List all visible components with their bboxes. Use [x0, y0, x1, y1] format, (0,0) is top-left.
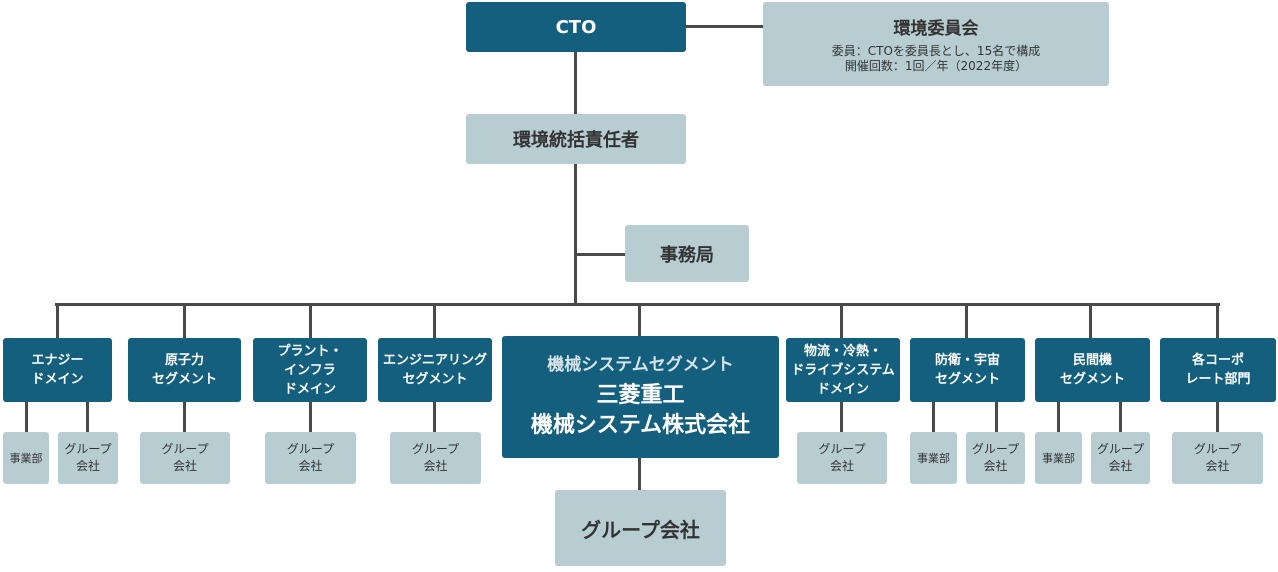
drop-line-3	[309, 304, 312, 338]
defense-group-label: グループ 会社	[971, 442, 1020, 473]
environment-officer-node: 環境統括責任者	[466, 114, 686, 164]
defense-group-companies: グループ 会社	[966, 432, 1025, 484]
logistics-group-label: グループ 会社	[818, 442, 866, 473]
energy-division: 事業部	[3, 432, 49, 484]
segment-defense-space: 防衛・宇宙 セグメント	[910, 338, 1025, 402]
plant-group-companies: グループ 会社	[265, 432, 356, 484]
segment-nuclear-label: 原子力 セグメント	[151, 353, 217, 387]
segment-aircraft-label: 民間機 セグメント	[1059, 353, 1125, 387]
horizontal-bus	[55, 303, 1220, 306]
drop-line-7	[1089, 304, 1092, 338]
energy-group-companies: グループ 会社	[58, 432, 118, 484]
committee-frequency: 開催回数：1回／年（2022年度）	[844, 59, 1028, 73]
aircraft-division: 事業部	[1035, 432, 1082, 484]
sub-line-1b	[86, 402, 89, 432]
corporate-group-companies: グループ 会社	[1172, 432, 1263, 484]
sub-line-3	[309, 402, 312, 432]
segment-energy-label: エナジー ドメイン	[31, 353, 84, 387]
aircraft-group-companies: グループ 会社	[1091, 432, 1150, 484]
engineering-group-companies: グループ 会社	[390, 432, 481, 484]
segment-logistics-thermal-drive: 物流・冷熱・ ドライブシステム ドメイン	[786, 338, 900, 402]
sub-line-2	[183, 402, 186, 432]
plant-group-label: グループ 会社	[286, 442, 335, 473]
sub-line-8	[1216, 402, 1219, 432]
cto-label: CTO	[555, 16, 597, 38]
segment-corporate: 各コーポ レート部門	[1160, 338, 1276, 402]
committee-title: 環境委員会	[893, 19, 979, 39]
drop-line-4	[433, 304, 436, 338]
engineering-group-label: グループ 会社	[411, 442, 460, 473]
segment-corporate-label: 各コーポ レート部門	[1185, 353, 1251, 387]
drop-line-6	[965, 304, 968, 338]
connector-secretariat	[576, 253, 626, 256]
sub-line-7b	[1119, 402, 1122, 432]
energy-division-label: 事業部	[9, 451, 43, 465]
nuclear-group-label: グループ 会社	[161, 442, 209, 473]
drop-line-5	[840, 304, 843, 338]
secretariat-label: 事務局	[660, 244, 714, 266]
drop-line-center	[638, 304, 641, 336]
segment-plant-infra: プラント・ インフラ ドメイン	[253, 338, 367, 402]
corporate-group-label: グループ 会社	[1193, 442, 1242, 473]
nuclear-group-companies: グループ 会社	[140, 432, 230, 484]
segment-defense-label: 防衛・宇宙 セグメント	[934, 353, 1000, 387]
defense-division-label: 事業部	[917, 451, 950, 465]
connector-cto-officer	[574, 52, 577, 114]
segment-plant-infra-label: プラント・ インフラ ドメイン	[277, 343, 343, 397]
secretariat-node: 事務局	[625, 225, 749, 282]
sub-line-4	[433, 402, 436, 432]
officer-label: 環境統括責任者	[513, 130, 639, 151]
connector-cto-committee	[686, 25, 764, 28]
segment-energy: エナジー ドメイン	[3, 338, 112, 402]
machinery-group-label: グループ会社	[581, 517, 700, 542]
sub-line-1a	[25, 402, 28, 432]
defense-division: 事業部	[910, 432, 957, 484]
sub-line-6a	[932, 402, 935, 432]
machinery-segment-label: 機械システムセグメント	[547, 355, 734, 375]
sub-line-6b	[995, 402, 998, 432]
machinery-systems-segment: 機械システムセグメント 三菱重工 機械システム株式会社	[502, 336, 779, 458]
machinery-group-companies: グループ会社	[555, 490, 726, 566]
sub-line-5	[840, 402, 843, 432]
connector-officer-bus	[574, 164, 577, 305]
committee-members: 委員：CTOを委員長とし、15名で構成	[831, 44, 1041, 58]
segment-nuclear: 原子力 セグメント	[128, 338, 241, 402]
energy-group-label: グループ 会社	[64, 442, 112, 473]
aircraft-group-label: グループ 会社	[1096, 442, 1145, 473]
drop-line-2	[183, 304, 186, 338]
segment-engineering: エンジニアリング セグメント	[378, 338, 492, 402]
drop-line-1	[56, 304, 59, 338]
segment-engineering-label: エンジニアリング セグメント	[382, 353, 487, 387]
company-name-line1: 三菱重工	[596, 383, 685, 408]
segment-commercial-aircraft: 民間機 セグメント	[1035, 338, 1150, 402]
drop-line-8	[1216, 304, 1219, 338]
environment-committee-node: 環境委員会 委員：CTOを委員長とし、15名で構成 開催回数：1回／年（2022…	[763, 2, 1109, 86]
cto-node: CTO	[466, 2, 686, 52]
logistics-group-companies: グループ 会社	[797, 432, 887, 484]
sub-line-7a	[1057, 402, 1060, 432]
sub-line-center	[638, 458, 641, 490]
aircraft-division-label: 事業部	[1042, 451, 1075, 465]
segment-logistics-label: 物流・冷熱・ ドライブシステム ドメイン	[791, 343, 895, 397]
company-name-line2: 機械システム株式会社	[530, 413, 751, 438]
